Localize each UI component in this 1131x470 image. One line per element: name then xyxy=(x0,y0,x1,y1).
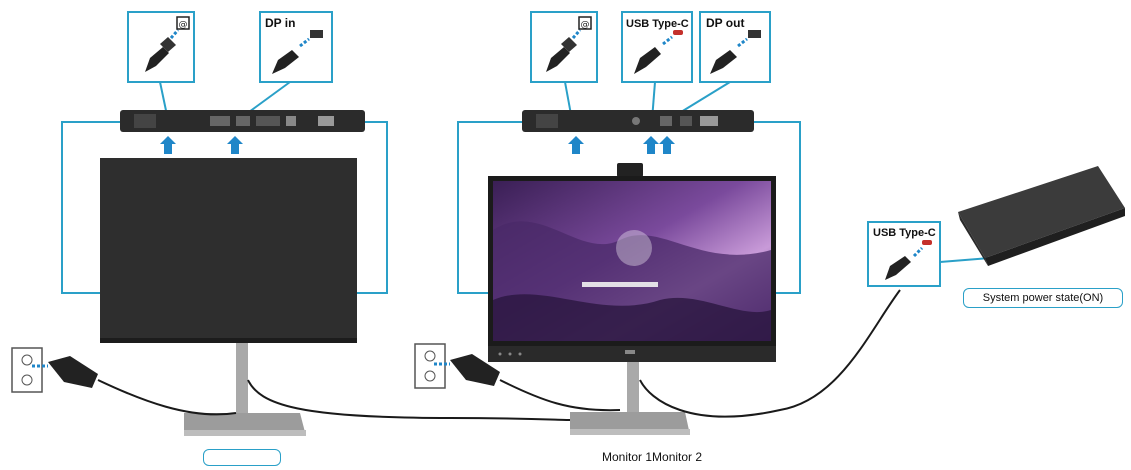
black-cables xyxy=(97,289,901,421)
wall-outlet-icon xyxy=(11,347,43,393)
callout-dp-out: DP out xyxy=(699,11,771,83)
monitor-1-label: Monitor 1 xyxy=(602,450,653,464)
right-frame-line-left xyxy=(457,121,522,294)
displayport-icon xyxy=(310,30,323,38)
monitor-labels: Monitor 1Monitor 2 xyxy=(602,450,702,464)
system-power-state-label: System power state(ON) xyxy=(963,288,1123,308)
monitor-right xyxy=(488,163,776,435)
callout-power-right: @ xyxy=(530,11,598,83)
laptop xyxy=(958,166,1125,266)
usb-type-c-label: USB Type-C xyxy=(626,18,689,30)
callout-usb-type-c-laptop: USB Type-C xyxy=(867,221,941,287)
wall-outlet-icon-right xyxy=(414,343,446,389)
left-frame-line xyxy=(61,121,120,294)
right-frame-line-right xyxy=(752,121,801,294)
blue-connection-lines xyxy=(61,121,801,294)
usb-type-c-laptop-label: USB Type-C xyxy=(873,227,936,239)
port-bar-right xyxy=(522,110,754,132)
laptop-leader xyxy=(939,257,991,263)
dp-out-label: DP out xyxy=(706,16,744,30)
dp-in-label: DP in xyxy=(265,16,295,30)
power-socket-icon xyxy=(176,16,190,30)
callout-power-left: @ xyxy=(127,11,195,83)
monitor-2-label: Monitor 2 xyxy=(652,450,703,464)
arrow-up-icon xyxy=(160,136,675,154)
plug-right xyxy=(450,354,500,386)
svg-text:@: @ xyxy=(179,20,188,30)
svg-text:@: @ xyxy=(581,20,590,30)
monitor-1-label-box xyxy=(203,449,281,466)
port-bar-left xyxy=(120,110,365,132)
plug-left xyxy=(48,356,98,388)
monitor-left xyxy=(100,158,357,436)
left-frame-line-right xyxy=(356,121,388,294)
callout-dp-in: DP in xyxy=(259,11,333,83)
system-power-state-text: System power state(ON) xyxy=(982,292,1104,304)
usb-c-port-icon xyxy=(673,30,683,35)
callout-usb-type-c: USB Type-C xyxy=(621,11,693,83)
